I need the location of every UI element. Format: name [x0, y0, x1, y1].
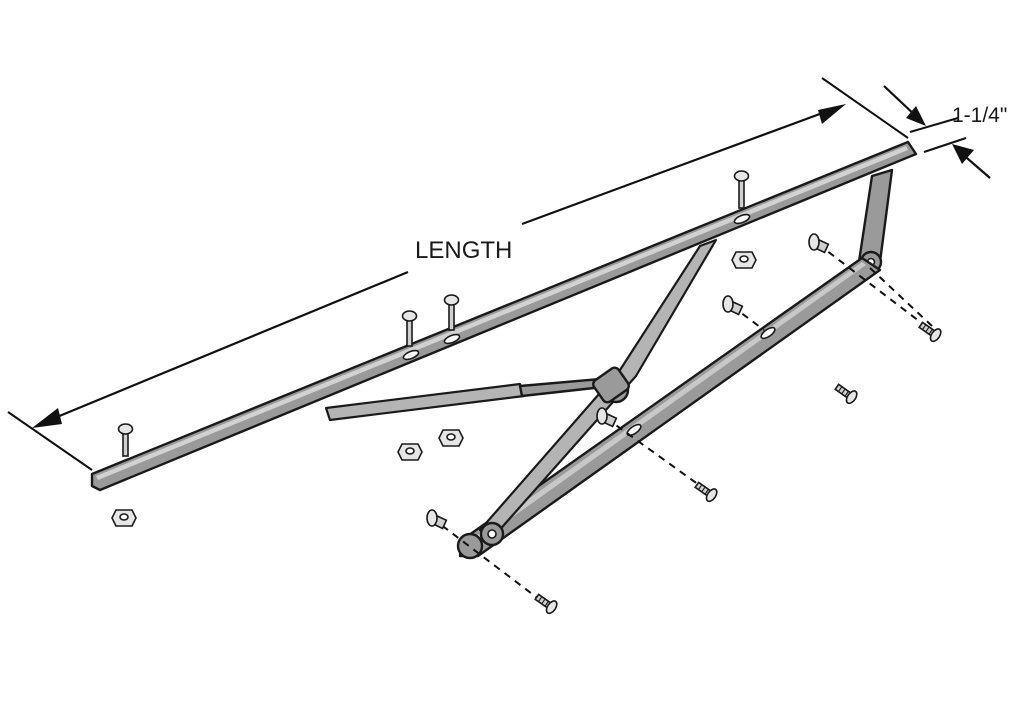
nut-icon: [438, 429, 464, 447]
rivet-icon: [401, 310, 418, 347]
width-extension-top: [909, 117, 959, 133]
rivet-icon: [426, 509, 448, 530]
rivet-icon: [808, 233, 830, 254]
nut-icon: [397, 443, 423, 461]
rivet-icon: [596, 407, 618, 428]
rivet-icon: [733, 170, 750, 209]
nut-icon: [111, 509, 137, 527]
bar-hole: [733, 213, 751, 225]
length-label: LENGTH: [415, 237, 512, 264]
width-extension-bottom: [923, 137, 967, 153]
gas-spring: [324, 366, 630, 422]
width-dimension: 1-1/4": [883, 85, 1007, 179]
rivet-icon: [722, 295, 744, 316]
bar-hole: [443, 333, 461, 345]
assembly-lines: [431, 243, 937, 607]
length-dimension: LENGTH: [7, 77, 909, 471]
main-bar: [90, 140, 918, 492]
screw-icon: [534, 593, 558, 615]
length-arrow-right: [818, 104, 846, 124]
screw-icon: [834, 383, 858, 405]
screw-icon: [694, 481, 718, 503]
arm-hole: [760, 326, 776, 340]
width-arrow-top: [906, 106, 926, 126]
length-extension-right: [821, 77, 909, 139]
side-arm: [856, 168, 894, 274]
nut-icon: [731, 251, 757, 269]
width-label: 1-1/4": [952, 104, 1007, 127]
lower-arm: [456, 256, 882, 560]
length-dimension-line-right: [521, 106, 837, 226]
rivet-icon: [443, 294, 460, 331]
rivet-icon: [117, 423, 134, 457]
width-arrow-bottom: [952, 144, 974, 164]
length-arrow-left: [32, 408, 62, 428]
screw-icon: [918, 321, 942, 343]
length-extension-left: [7, 411, 93, 471]
bar-hole: [402, 349, 420, 361]
length-dimension-line-left: [39, 270, 409, 426]
